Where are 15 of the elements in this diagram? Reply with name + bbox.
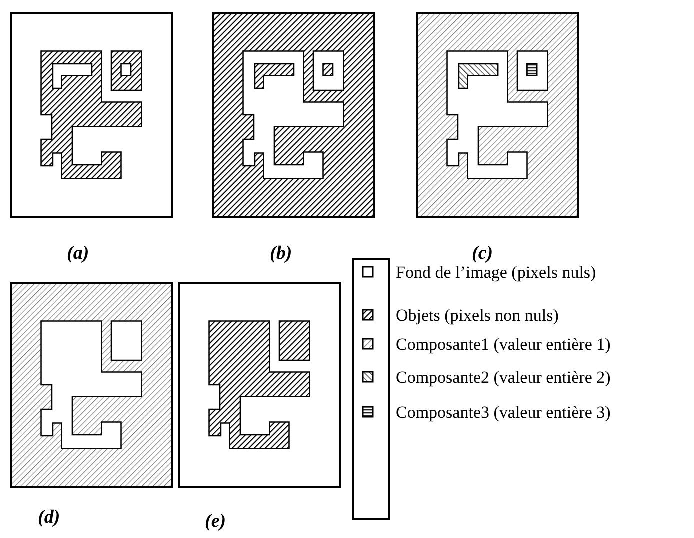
- legend-text: Objets (pixels non nuls): [396, 307, 559, 324]
- legend-text: Composante2 (valeur entière 2): [396, 369, 611, 386]
- legend-text: Composante3 (valeur entière 3): [396, 404, 611, 421]
- binary-image-drawing: [178, 282, 341, 488]
- panel-caption: (d): [38, 508, 60, 527]
- panel-caption: (a): [67, 244, 90, 263]
- legend-text: Fond de l’image (pixels nuls): [396, 264, 596, 281]
- panel-caption: (c): [472, 244, 494, 263]
- binary-image-drawing: [212, 12, 375, 218]
- legend-text: Composante1 (valeur entière 1): [396, 336, 611, 353]
- binary-image-drawing: [10, 12, 173, 218]
- binary-image-drawing: [416, 12, 579, 218]
- panel-caption: (e): [205, 512, 226, 531]
- panel-caption: (b): [270, 244, 292, 263]
- binary-image-drawing: [10, 282, 173, 488]
